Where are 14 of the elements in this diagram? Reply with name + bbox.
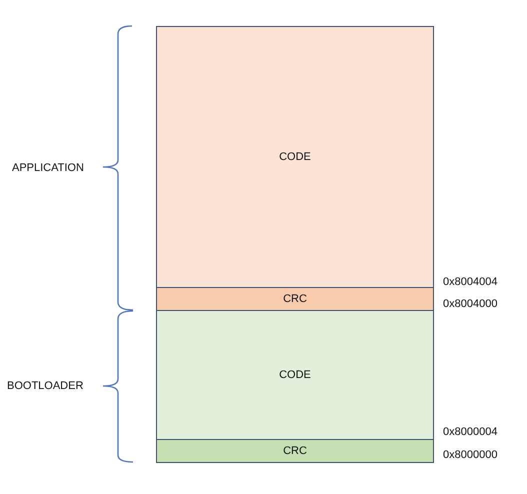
memory-region [156,287,434,311]
address-label: 0x8004004 [443,275,498,289]
memory-region [156,439,434,463]
region-label: CODE [279,368,311,382]
address-label: 0x8000000 [443,448,498,462]
memory-region [156,26,434,288]
address-label: 0x8000004 [443,425,498,439]
address-label: 0x8004000 [443,297,498,311]
section-label: APPLICATION [12,161,84,175]
memory-region [156,310,434,440]
section-label: BOOTLOADER [7,379,84,393]
region-label: CRC [283,444,307,458]
region-label: CRC [283,292,307,306]
region-label: CODE [279,150,311,164]
